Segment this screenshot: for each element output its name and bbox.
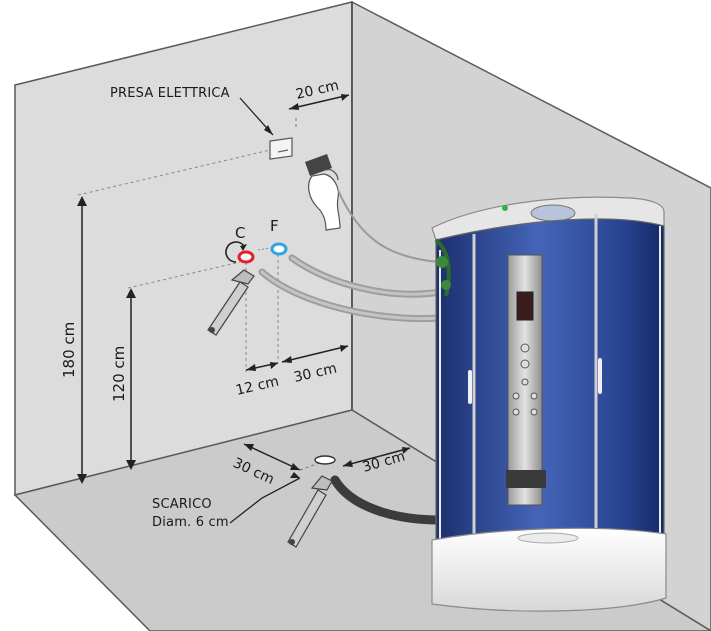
- dim-line-30-drain-left: [243, 443, 301, 471]
- left-wall: [14, 1, 353, 496]
- dim-180-label: 180 cm: [60, 322, 78, 378]
- dim-120-label: 120 cm: [110, 346, 128, 402]
- shower-cabin: [431, 196, 667, 612]
- cold-tap: [270, 242, 288, 256]
- drain: [314, 455, 336, 465]
- dim-line-30-drain-right: [342, 447, 411, 467]
- hot-label: C: [235, 224, 245, 242]
- dim-line-30-taps: [281, 345, 349, 363]
- outlet: [269, 137, 293, 160]
- outlet-label: PRESA ELETTRICA: [110, 86, 230, 101]
- floor-wrench-icon: [287, 475, 333, 548]
- drain-label-line1: SCARICO: [152, 497, 212, 512]
- drain-hose: [330, 475, 445, 525]
- cold-label: F: [270, 217, 279, 235]
- dim-line-20: [288, 94, 350, 110]
- power-cable: [337, 189, 441, 263]
- wrench-icon: [207, 269, 255, 336]
- plug-hand-icon: [305, 154, 341, 231]
- hot-tap: [225, 241, 255, 264]
- drain-leader: [229, 477, 301, 524]
- drain-label-line2: Diam. 6 cm: [152, 515, 229, 530]
